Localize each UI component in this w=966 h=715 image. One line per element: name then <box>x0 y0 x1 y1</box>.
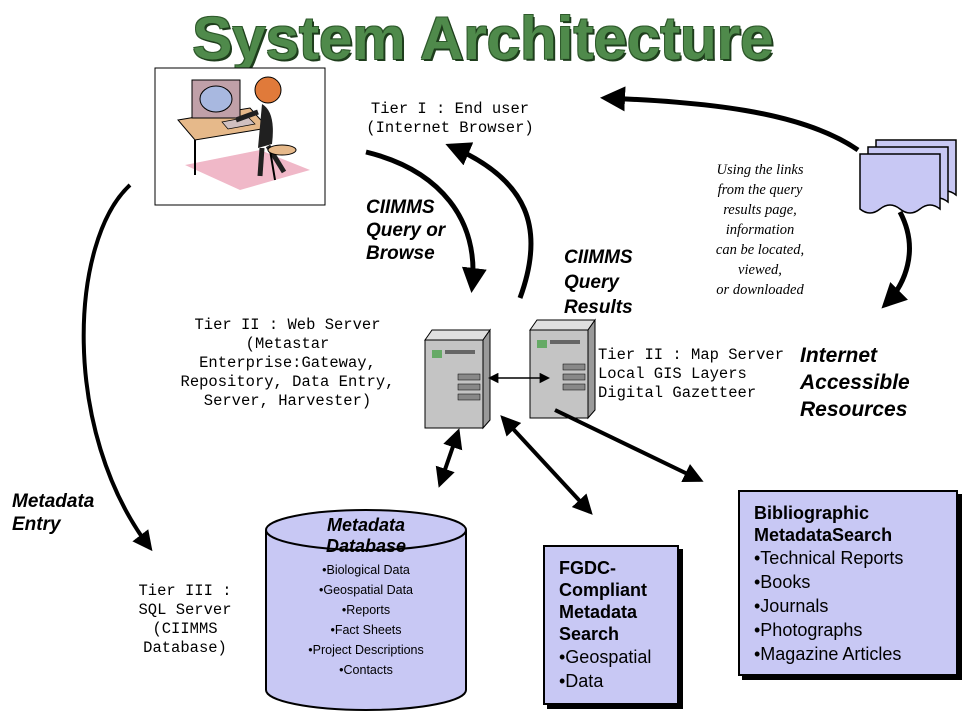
label-line: Resources <box>800 398 908 421</box>
documents-to-internet-arrow <box>881 210 912 309</box>
list-item: •Books <box>754 572 811 592</box>
label-line: CIIMMS <box>564 247 633 268</box>
list-item: •Biological Data <box>322 563 410 577</box>
list-item: •Data <box>559 671 604 691</box>
tier3-line: SQL Server <box>138 601 232 619</box>
diagram-title: System Architecture <box>192 5 774 72</box>
note-line: Using the links <box>716 162 804 178</box>
note-line: or downloaded <box>716 282 804 298</box>
tier2-line: Tier II : Map Server <box>598 346 785 364</box>
server-icon <box>529 318 596 420</box>
tier2-line: Server, Harvester) <box>203 392 372 410</box>
list-item: •Photographs <box>754 620 863 640</box>
tier2-line: Enterprise:Gateway, <box>199 354 376 372</box>
bibliographic-search-box: Bibliographic MetadataSearch •Technical … <box>738 490 958 676</box>
list-item: •Journals <box>754 596 829 616</box>
title-line: Compliant <box>559 580 647 600</box>
documents-stack-icon <box>859 139 957 214</box>
internet-resources-label: Internet Accessible Resources <box>800 342 910 423</box>
results-arrow <box>445 142 534 299</box>
links-note: Using the links from the query results p… <box>690 160 830 300</box>
label-line: CIIMMS <box>366 197 435 218</box>
tier1-line: (Internet Browser) <box>366 119 534 137</box>
list-item: •Project Descriptions <box>308 643 424 657</box>
label-line: Results <box>564 297 633 318</box>
tier3-line: Tier III : <box>138 582 232 600</box>
metadata-entry-arrow <box>81 183 153 552</box>
query-browse-label: CIIMMS Query or Browse <box>366 196 445 265</box>
title-line: Bibliographic <box>754 503 870 523</box>
biblio-title: Bibliographic MetadataSearch <box>754 502 956 546</box>
title-line: FGDC- <box>559 558 616 578</box>
fgdc-search-box: FGDC- Compliant Metadata Search •Geospat… <box>543 545 679 705</box>
label-line: Query or <box>366 220 446 241</box>
tier1-line: Tier I : End user <box>370 100 530 118</box>
fgdc-items: •Geospatial •Data <box>559 645 677 693</box>
tier2-line: Repository, Data Entry, <box>180 373 395 391</box>
metadata-entry-label: Metadata Entry <box>12 490 94 536</box>
database-title: Metadata Database <box>266 515 466 557</box>
tier3-label: Tier III : SQL Server (CIIMMS Database) <box>120 582 250 658</box>
label-line: Query <box>564 272 619 293</box>
note-line: results page, <box>723 202 797 218</box>
tier2-line: (Metastar <box>245 335 330 353</box>
label-line: Metadata <box>12 491 95 512</box>
db-arrow <box>435 428 463 488</box>
label-line: Entry <box>12 514 61 535</box>
list-item: •Reports <box>341 603 391 617</box>
query-results-label: CIIMMS Query Results <box>564 245 633 320</box>
title-line: Search <box>559 624 620 644</box>
tier2-line: Digital Gazetteer <box>598 384 757 402</box>
note-line: can be located, <box>715 242 805 258</box>
note-line: from the query <box>717 182 803 198</box>
title-line: Metadata <box>559 602 638 622</box>
fgdc-title: FGDC- Compliant Metadata Search <box>559 557 677 645</box>
note-line: viewed, <box>738 262 782 278</box>
note-line: information <box>725 222 795 238</box>
server-icon <box>424 328 491 430</box>
list-item: •Geospatial <box>559 647 652 667</box>
title-line: Database <box>325 536 407 556</box>
tier2-line: Local GIS Layers <box>598 365 747 383</box>
computer-user-clipart <box>154 67 326 206</box>
label-line: Browse <box>366 243 435 264</box>
list-item: •Technical Reports <box>754 548 904 568</box>
database-cylinder <box>265 509 467 711</box>
tier1-label: Tier I : End user (Internet Browser) <box>360 100 540 138</box>
database-items: •Biological Data •Geospatial Data •Repor… <box>266 560 466 680</box>
title-line: MetadataSearch <box>754 525 893 545</box>
tier2-web-label: Tier II : Web Server (Metastar Enterpris… <box>170 316 405 411</box>
tier3-line: Database) <box>143 639 227 657</box>
label-line: Internet <box>800 344 878 367</box>
tier2-line: Tier II : Web Server <box>194 316 381 334</box>
title-line: Metadata <box>326 515 406 535</box>
documents-to-user-arrow <box>600 86 860 153</box>
label-line: Accessible <box>800 371 910 394</box>
biblio-items: •Technical Reports •Books •Journals •Pho… <box>754 546 956 666</box>
list-item: •Magazine Articles <box>754 644 902 664</box>
list-item: •Contacts <box>339 663 393 677</box>
list-item: •Fact Sheets <box>330 623 402 637</box>
biblio-arrow <box>554 408 704 483</box>
query-arrow <box>365 149 487 293</box>
fgdc-arrow <box>500 415 593 515</box>
list-item: •Geospatial Data <box>318 583 413 597</box>
tier2-map-label: Tier II : Map Server Local GIS Layers Di… <box>598 346 784 403</box>
metadata-database: Metadata Database •Biological Data •Geos… <box>266 515 466 680</box>
tier3-line: (CIIMMS <box>152 620 218 638</box>
